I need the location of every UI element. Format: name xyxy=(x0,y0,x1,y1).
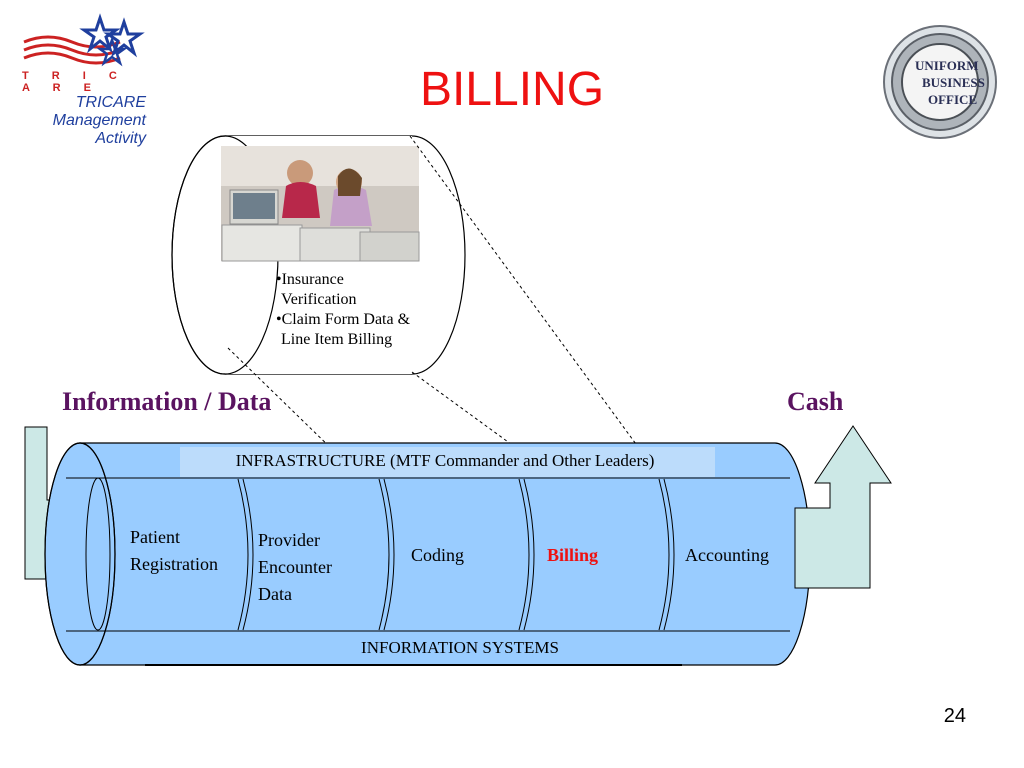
stage-patient-registration: Patient Registration xyxy=(130,527,218,574)
cash-heading: Cash xyxy=(787,387,844,416)
process-cylinder xyxy=(44,442,811,666)
page-number: 24 xyxy=(943,705,966,727)
logo-line: TRICARE xyxy=(75,94,146,111)
star-icon xyxy=(103,17,145,58)
logo-line: Management xyxy=(52,112,146,129)
stage-billing: Billing xyxy=(547,545,599,565)
page-title: BILLING xyxy=(419,63,605,116)
tricare-logo-text: TRICARE Management Activity xyxy=(20,94,146,148)
svg-text:OFFICE: OFFICE xyxy=(928,92,977,107)
bullet-item: •Claim Form Data & xyxy=(276,311,411,328)
infrastructure-label: INFRASTRUCTURE (MTF Commander and Other … xyxy=(235,451,655,470)
ubo-seal: UNIFORM BUSINESS OFFICE xyxy=(883,25,997,139)
star-icon xyxy=(79,13,121,54)
stage-accounting: Accounting xyxy=(685,545,769,565)
svg-text:UNIFORM: UNIFORM xyxy=(915,58,979,73)
information-systems-label: INFORMATION SYSTEMS xyxy=(361,638,559,657)
star-icon xyxy=(96,36,128,67)
stage-provider-encounter-data: Provider Encounter Data xyxy=(258,530,332,604)
logo-line: Activity xyxy=(95,130,146,147)
bullet-item-continuation: Line Item Billing xyxy=(281,331,393,348)
information-data-heading: Information / Data xyxy=(62,387,272,416)
bullet-item-continuation: Verification xyxy=(281,291,357,308)
tricare-wordmark: T R I C A R E xyxy=(22,70,127,94)
svg-text:BUSINESS: BUSINESS xyxy=(922,75,985,90)
projection-lines xyxy=(227,135,656,633)
stage-coding: Coding xyxy=(411,545,465,565)
tricare-logo-graphic xyxy=(23,13,145,67)
output-arrow xyxy=(794,425,892,589)
zoom-bullet-list: •Insurance Verification •Claim Form Data… xyxy=(276,270,456,350)
bullet-item: •Insurance xyxy=(276,271,344,288)
staff-photo xyxy=(221,146,420,262)
